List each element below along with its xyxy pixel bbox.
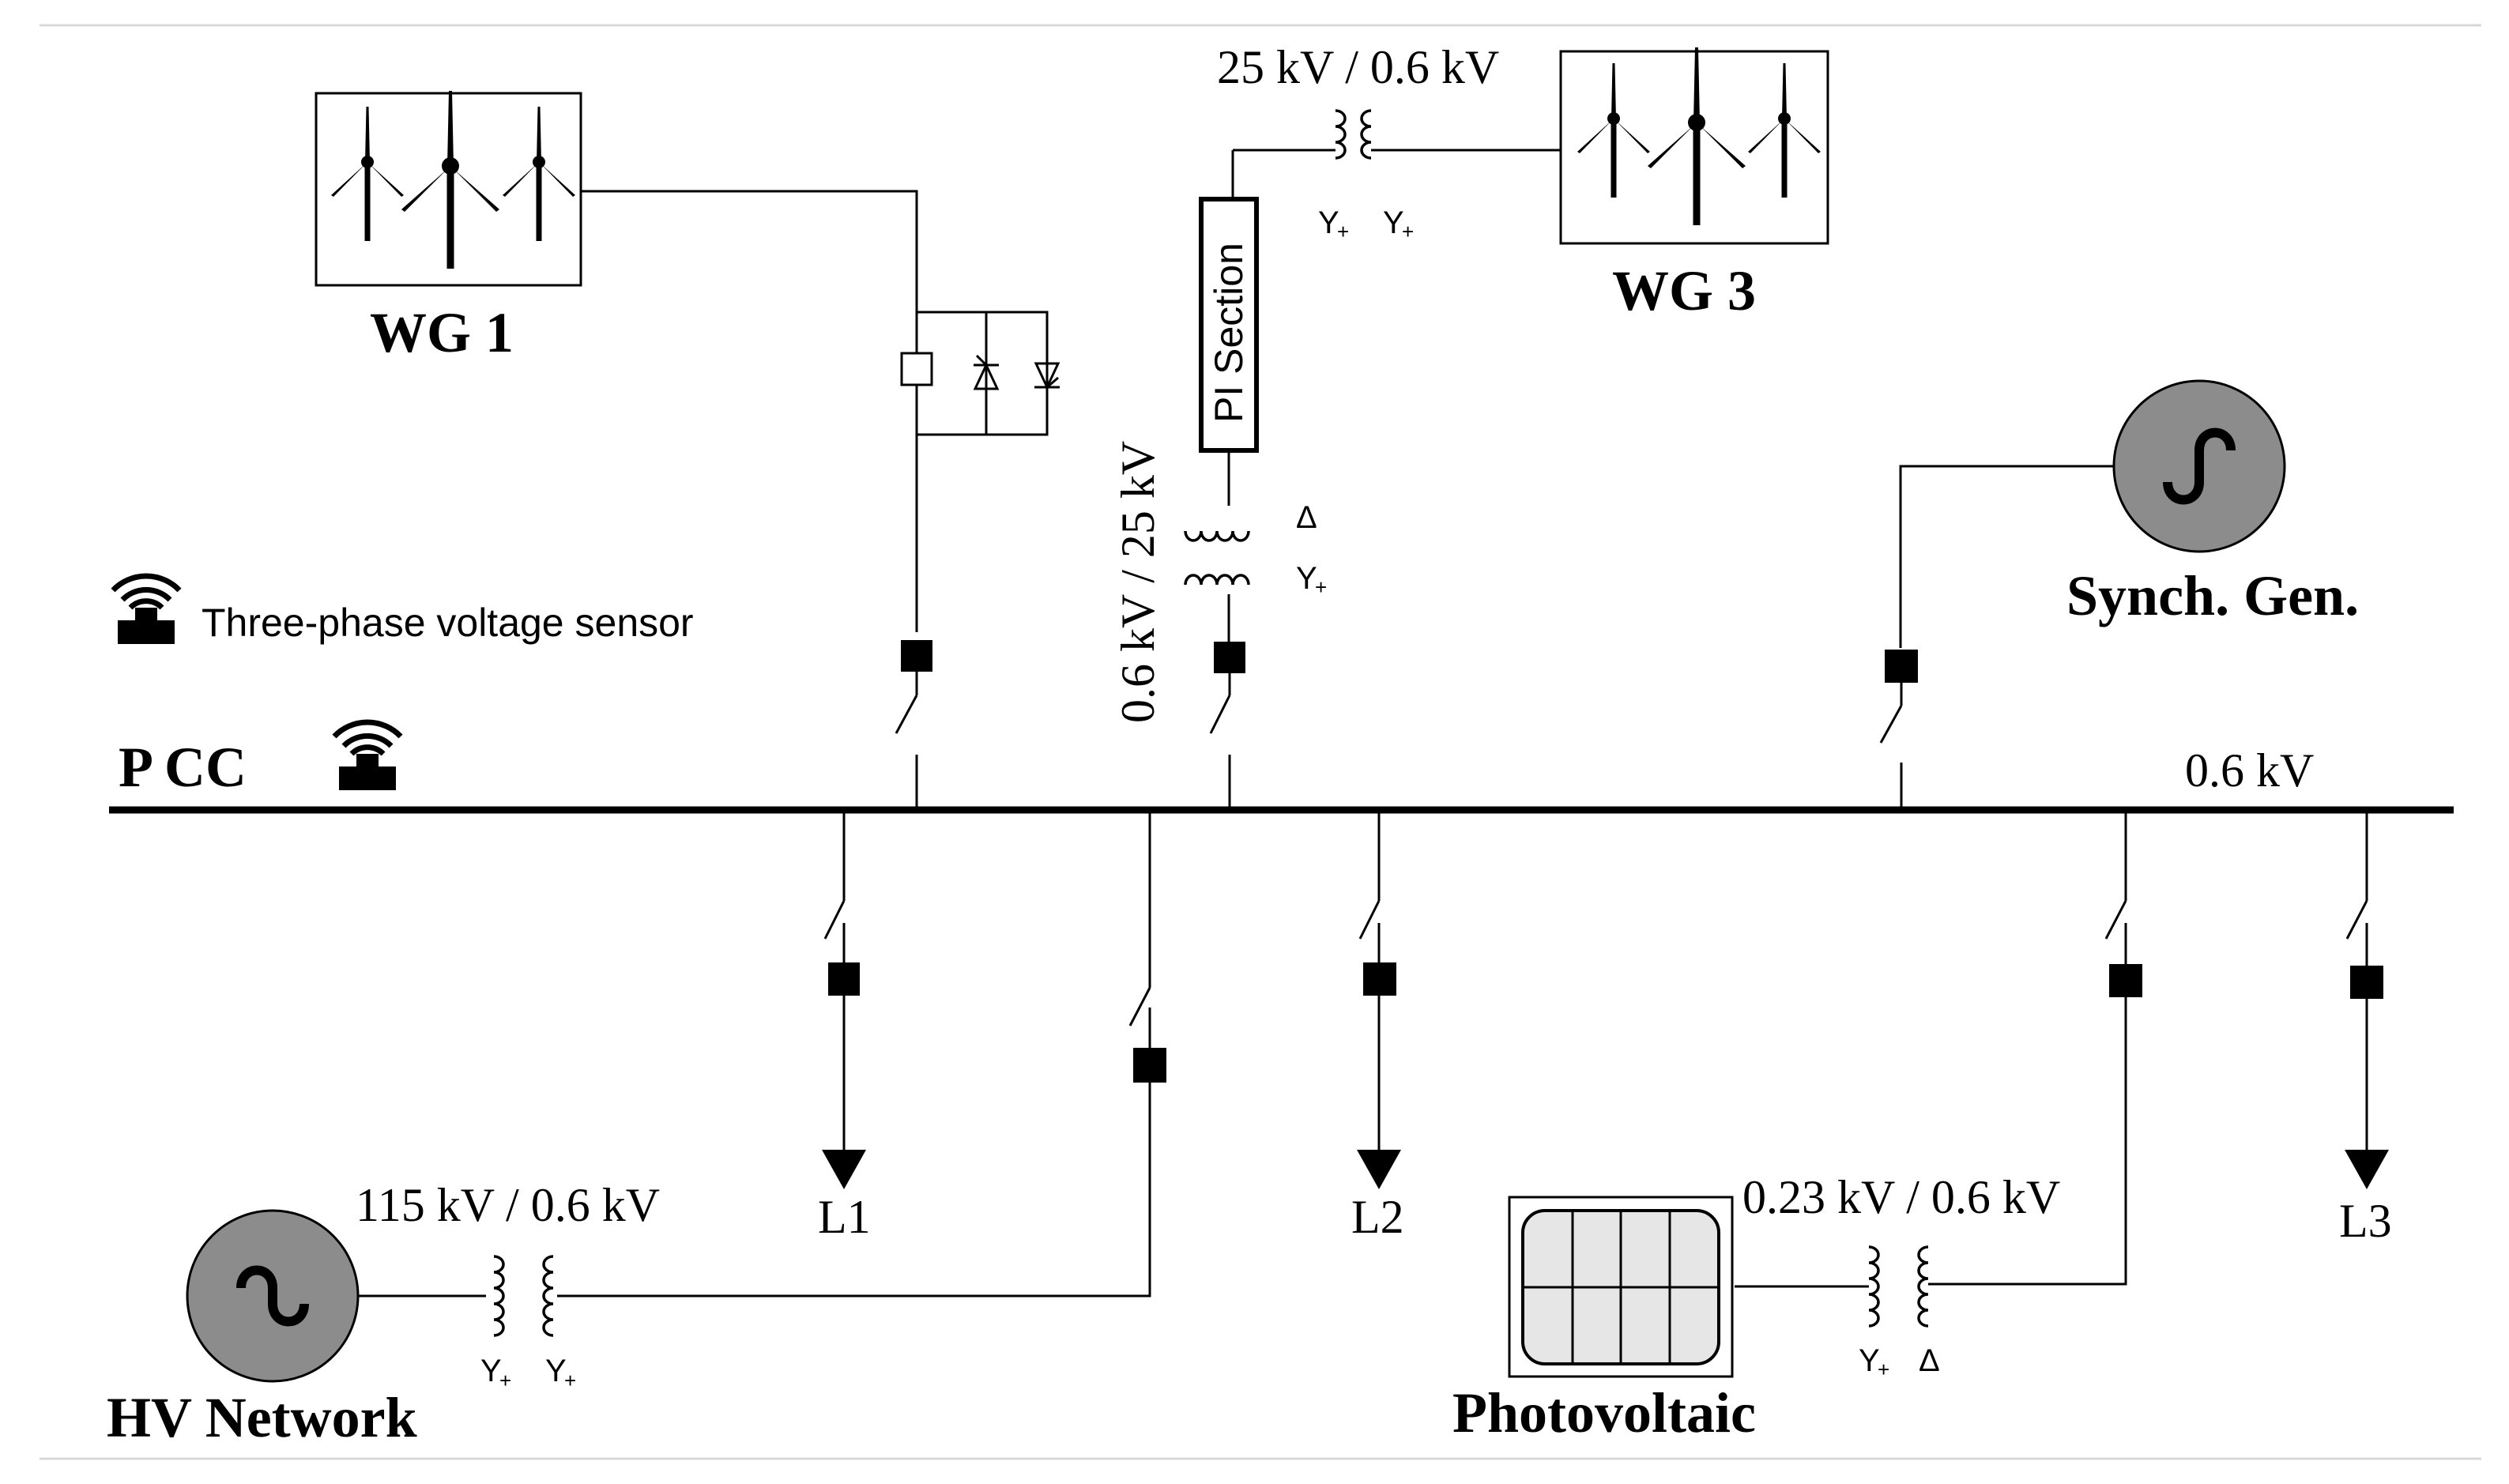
svg-text:+: + <box>1337 220 1349 243</box>
photovoltaic-label: Photovoltaic <box>1452 1381 1756 1444</box>
pv-breaker <box>2109 964 2142 997</box>
pcc-voltage-sensor-icon <box>334 722 401 790</box>
sensor-legend-icon <box>113 576 179 644</box>
wg1-label: WG 1 <box>370 301 514 364</box>
bus-voltage-label: 0.6 kV <box>2185 744 2314 797</box>
pv-transformer-label: 0.23 kV / 0.6 kV <box>1742 1171 2060 1223</box>
wg1-breaker <box>901 640 932 672</box>
wg3-feeder-delta: Δ <box>1296 500 1317 535</box>
l3-load-arrow <box>2345 1150 2389 1189</box>
l1-switch <box>823 900 846 940</box>
hv-network-sine-icon <box>236 1265 309 1327</box>
wg3-transformer-icon <box>1233 109 1399 160</box>
wg3-tx-wye-left: Y <box>1318 205 1339 240</box>
l3-label: L3 <box>2339 1195 2392 1247</box>
pv-panel-icon <box>1508 1196 1734 1378</box>
l2-label: L2 <box>1351 1191 1404 1243</box>
l2-breaker <box>1363 962 1396 996</box>
hv-network-label: HV Network <box>107 1386 417 1449</box>
l3-breaker <box>2350 966 2383 999</box>
wg3-transformer-label: 25 kV / 0.6 kV <box>1217 41 1499 93</box>
pi-section-label: PI Section <box>1207 243 1251 423</box>
l1-breaker <box>828 962 860 996</box>
wg1-switch <box>895 695 918 734</box>
l1-load-arrow <box>822 1150 866 1189</box>
synch-gen-label: Synch. Gen. <box>2066 564 2359 627</box>
wg3-label: WG 3 <box>1612 259 1756 322</box>
svg-text:+: + <box>1315 575 1327 599</box>
synch-gen-sine-icon <box>2163 427 2236 505</box>
hv-transformer-label: 115 kV / 0.6 kV <box>356 1179 660 1231</box>
pv-tx-delta: Δ <box>1919 1343 1940 1378</box>
l1-label: L1 <box>818 1191 871 1243</box>
pcc-label: P CC <box>119 736 247 799</box>
svg-text:+: + <box>564 1369 576 1392</box>
wg3-breaker <box>1214 642 1245 673</box>
hv-tx-wye-right: Y <box>545 1354 567 1388</box>
svg-text:+: + <box>1878 1358 1889 1381</box>
l2-switch <box>1358 900 1381 940</box>
hv-switch <box>1128 987 1151 1026</box>
synch-gen-breaker <box>1885 650 1918 683</box>
wg3-feeder-transformer-icon <box>1184 530 1250 586</box>
wg3-feeder-transformer-label: 0.6 kV / 25 kV <box>1112 441 1164 723</box>
hv-tx-wye-left: Y <box>480 1354 502 1388</box>
pv-transformer-icon <box>1735 1245 1929 1328</box>
svg-text:+: + <box>1402 220 1414 243</box>
wg3-tx-wye-right: Y <box>1383 205 1404 240</box>
wg3-feeder-wye: Y <box>1296 561 1317 596</box>
l2-load-arrow <box>1357 1150 1401 1189</box>
synch-gen-switch <box>1879 705 1903 744</box>
svg-text:+: + <box>499 1369 511 1392</box>
hv-breaker <box>1133 1048 1166 1083</box>
wg3-switch <box>1209 695 1231 734</box>
pv-tx-wye: Y <box>1859 1343 1880 1378</box>
pv-switch <box>2104 900 2127 940</box>
wg1-thyristor-icon <box>973 354 1060 390</box>
l3-switch <box>2345 900 2368 940</box>
hv-transformer-icon <box>358 1255 554 1337</box>
sensor-legend-label: Three-phase voltage sensor <box>202 601 694 645</box>
wg1-resistor <box>900 352 933 386</box>
